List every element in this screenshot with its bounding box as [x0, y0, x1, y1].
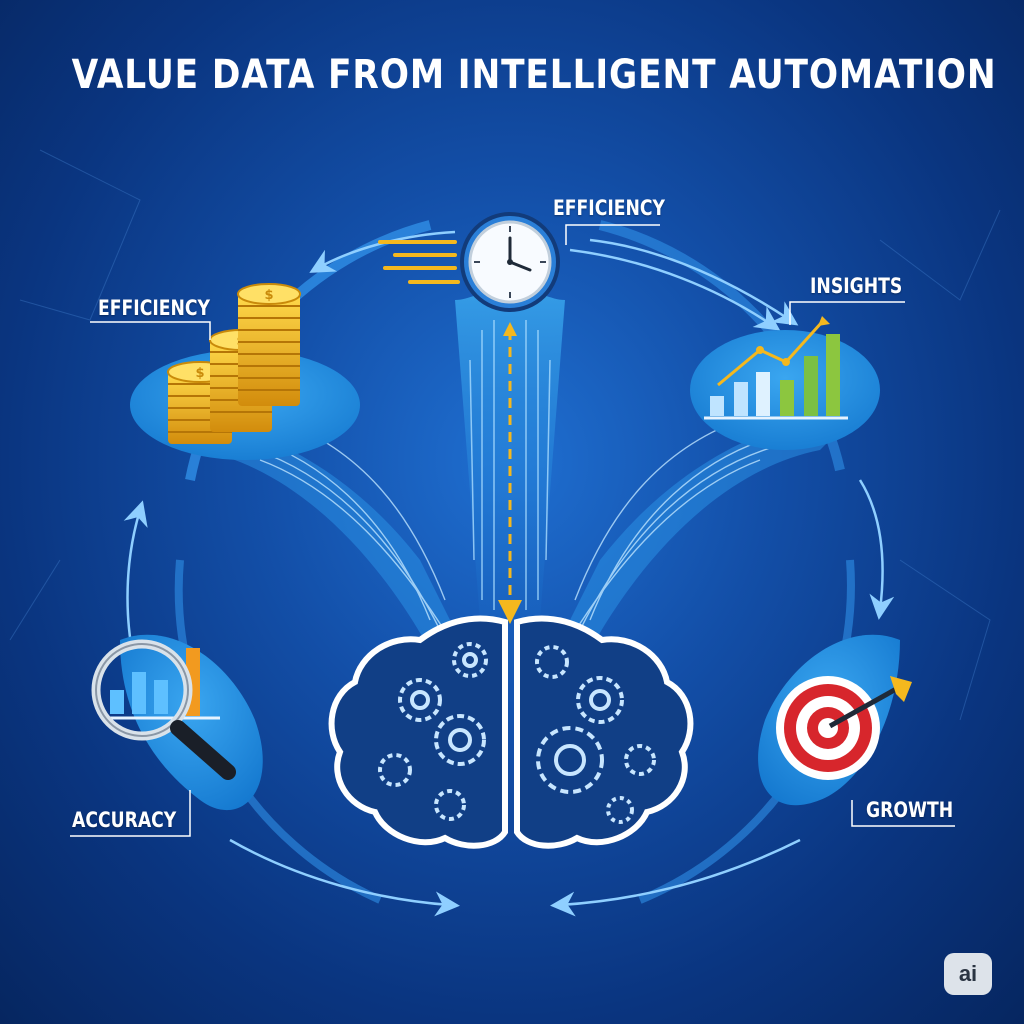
ai-badge: ai: [944, 953, 992, 995]
insights-leader: [789, 301, 905, 325]
bar-chart-icon: [704, 316, 848, 420]
clock-icon: [378, 212, 560, 312]
brain-gears: [378, 642, 656, 824]
brain-right-hemisphere: [514, 615, 694, 849]
brain-gears-icon: [328, 615, 694, 849]
label-efficiency-left: EFFICIENCY: [98, 296, 211, 320]
label-accuracy: ACCURACY: [72, 808, 177, 832]
accuracy-leader: [70, 790, 191, 837]
label-growth: GROWTH: [866, 798, 954, 822]
center-stream-circuits: [469, 320, 551, 610]
growth-leader: [851, 800, 955, 827]
efficiency-top-leader: [565, 224, 660, 245]
coin-stack-3: $: [237, 283, 301, 406]
brain-left-hemisphere: [328, 615, 508, 849]
target-icon: [776, 676, 912, 780]
page-title: VALUE DATA FROM INTELLIGENT AUTOMATION: [71, 52, 997, 98]
label-efficiency-top: EFFICIENCY: [553, 196, 666, 220]
magnifier-chart-icon: [91, 639, 236, 780]
background-network: [9, 149, 1001, 721]
label-insights: INSIGHTS: [810, 274, 903, 298]
speed-lines: [378, 240, 460, 284]
center-arrow-up: [503, 322, 517, 336]
efficiency-left-leader: [90, 321, 211, 340]
right-stream-circuits: [571, 419, 801, 637]
svg-text:$: $: [264, 288, 273, 303]
svg-text:$: $: [195, 366, 204, 381]
coin-stack-icon: $ $ $: [167, 283, 301, 444]
